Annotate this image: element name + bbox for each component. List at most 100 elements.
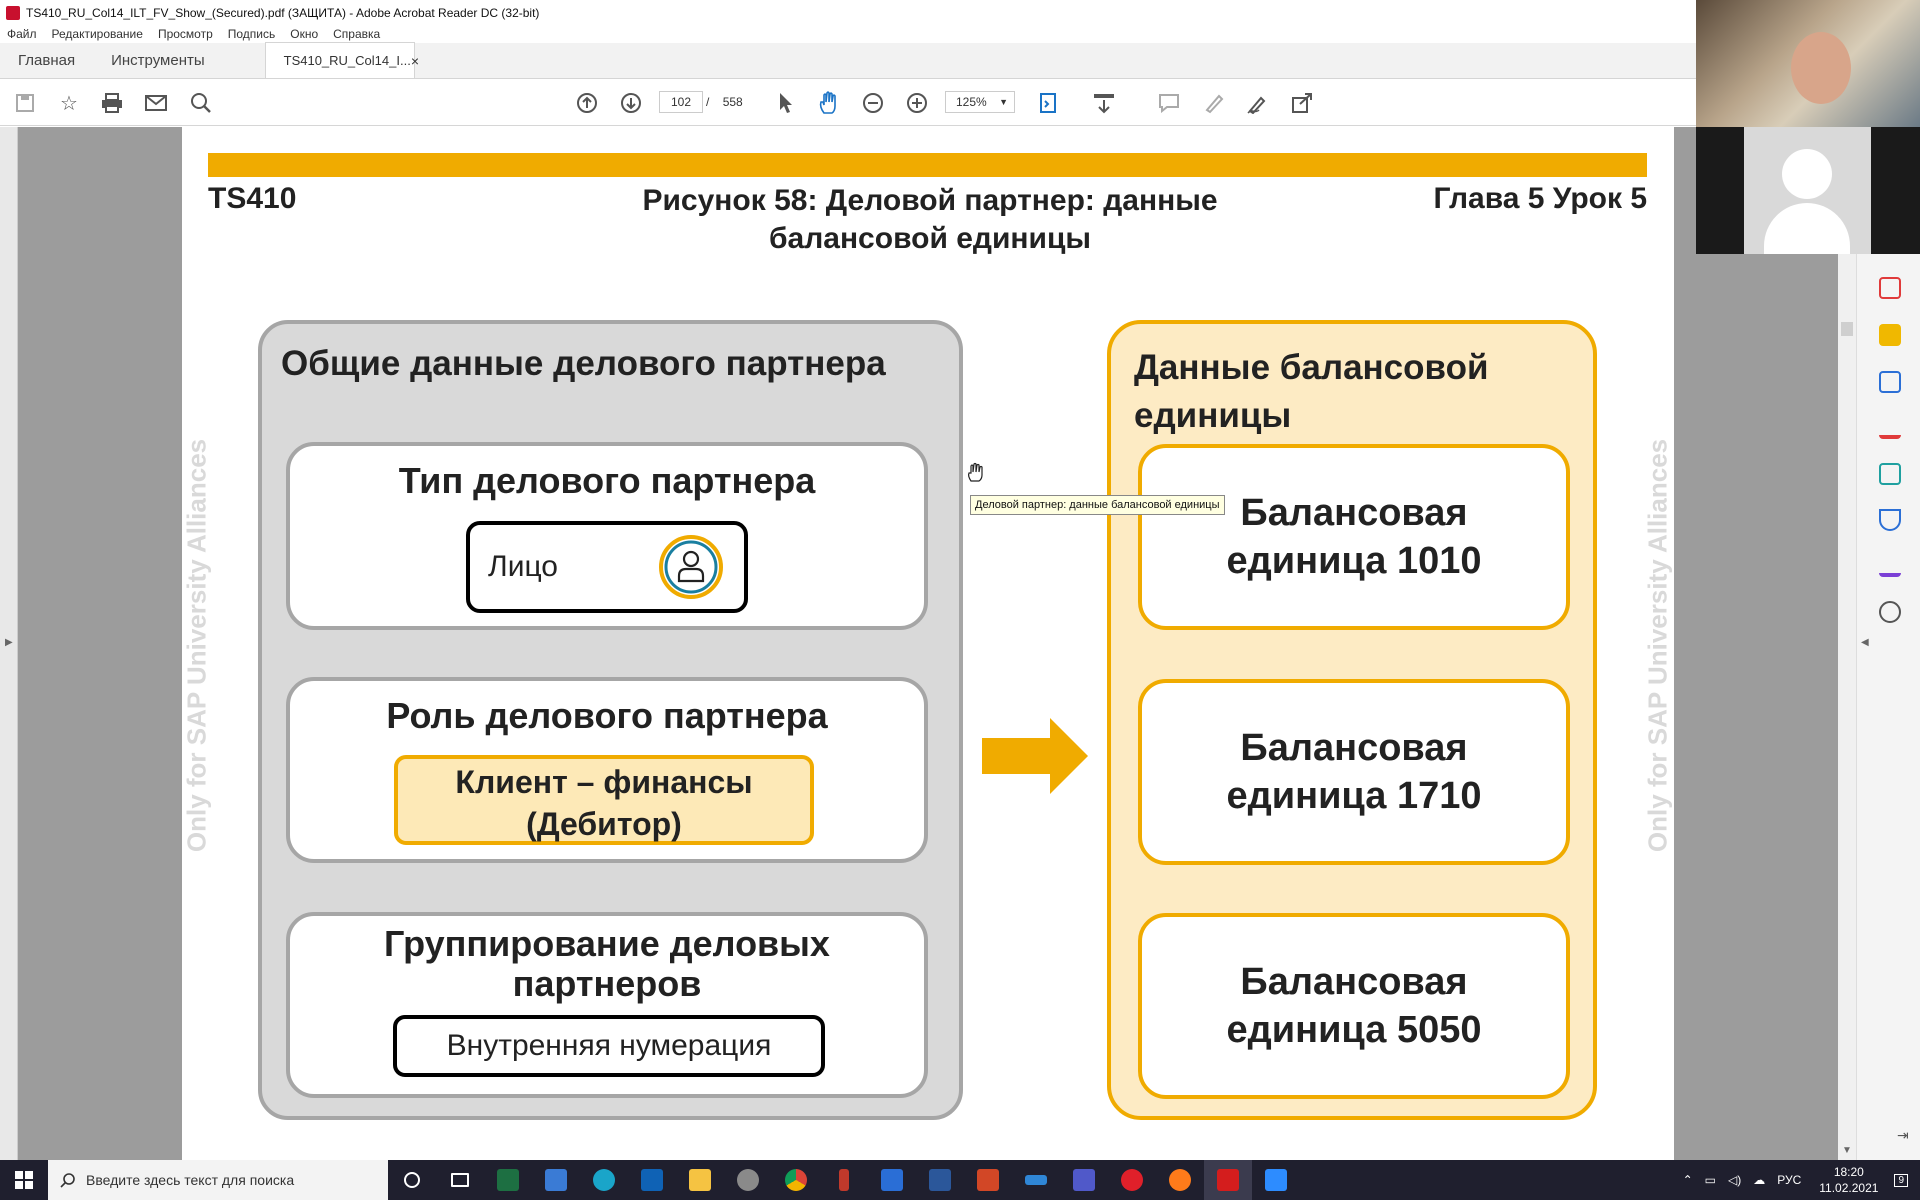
language-indicator[interactable]: РУС [1777, 1173, 1802, 1187]
zoom-select[interactable]: 125% ▼ [945, 91, 1015, 113]
mail-icon[interactable] [143, 90, 169, 116]
comment-tool-icon[interactable] [1879, 324, 1901, 346]
menu-help[interactable]: Справка [333, 27, 381, 41]
chrome-icon[interactable] [772, 1160, 820, 1200]
teams-icon[interactable] [1060, 1160, 1108, 1200]
file-explorer-icon[interactable] [676, 1160, 724, 1200]
protect-shield-icon[interactable] [1879, 509, 1901, 531]
sign-tool-icon[interactable] [1879, 555, 1901, 577]
tab-tools[interactable]: Инструменты [111, 51, 205, 69]
start-button[interactable] [0, 1160, 48, 1200]
share-icon[interactable] [1289, 90, 1315, 116]
firefox-icon[interactable] [1156, 1160, 1204, 1200]
scroll-mode-icon[interactable] [1091, 90, 1117, 116]
menu-bar: Файл Редактирование Просмотр Подпись Окн… [0, 25, 1696, 43]
vertical-scrollbar[interactable]: ▼ [1838, 127, 1856, 1160]
print-icon[interactable] [99, 90, 125, 116]
company-code-1710: Балансовая единица 1710 [1226, 727, 1482, 817]
send-for-review-icon[interactable] [1879, 463, 1901, 485]
organize-pages-icon[interactable] [1879, 371, 1901, 393]
taskbar-search[interactable]: Введите здесь текст для поиска [48, 1160, 388, 1200]
tab-home[interactable]: Главная [18, 51, 76, 69]
volume-icon[interactable]: ◁) [1728, 1173, 1742, 1187]
tooltip: Деловой партнер: данные балансовой едини… [970, 495, 1225, 515]
zoom-in-icon[interactable] [904, 90, 930, 116]
notification-icon[interactable]: 9 [1894, 1173, 1908, 1187]
network-icon[interactable]: ▭ [1704, 1173, 1716, 1187]
cloud-icon[interactable]: ☁ [1753, 1173, 1766, 1187]
bp-grouping-title: Группирование деловых партнеров [384, 923, 830, 1004]
zoom-out-icon[interactable] [860, 90, 886, 116]
pane-pin-icon[interactable]: ⇥ [1897, 1127, 1909, 1143]
page-separator: / [706, 95, 710, 109]
clock[interactable]: 18:20 11.02.2021 [1819, 1164, 1878, 1196]
opera-icon[interactable] [1108, 1160, 1156, 1200]
menu-view[interactable]: Просмотр [157, 27, 213, 41]
left-pane-toggle[interactable]: ▶ [0, 127, 18, 1160]
notification-count: 9 [1898, 1174, 1904, 1186]
company-code-5050: Балансовая единица 5050 [1226, 961, 1482, 1051]
tab-document-label: TS410_RU_Col14_I... [283, 53, 411, 68]
page-total: / 558 [706, 95, 743, 109]
acrobat-taskbar-icon[interactable] [1204, 1160, 1252, 1200]
watermark-left: Only for SAP University Alliances [181, 438, 212, 853]
app-icon-3[interactable] [868, 1160, 916, 1200]
fit-page-icon[interactable] [1036, 90, 1062, 116]
task-view-icon[interactable] [436, 1160, 484, 1200]
collapse-right-icon[interactable]: ◀ [1861, 637, 1869, 648]
tray-chevron-icon[interactable]: ⌃ [1682, 1173, 1693, 1187]
sign-icon[interactable] [1245, 90, 1271, 116]
export-pdf-icon[interactable] [1879, 277, 1901, 299]
app-icon-2[interactable] [820, 1160, 868, 1200]
fill-sign-icon[interactable] [1879, 417, 1901, 439]
menu-sign[interactable]: Подпись [227, 27, 276, 41]
page-total-value: 558 [722, 95, 743, 109]
tab-close-icon[interactable]: × [410, 52, 419, 69]
excel-icon[interactable] [484, 1160, 532, 1200]
page-number-input[interactable]: 102 [659, 91, 703, 113]
search-icon[interactable] [188, 90, 214, 116]
menu-file[interactable]: Файл [7, 27, 37, 41]
webcam-video-participant [1696, 127, 1920, 254]
person-type-box: Лицо [466, 521, 748, 613]
hand-icon[interactable] [816, 90, 842, 116]
company-code-1010: Балансовая единица 1010 [1226, 492, 1482, 582]
zoom-app-icon[interactable] [1252, 1160, 1300, 1200]
cortana-icon[interactable] [388, 1160, 436, 1200]
figure-title: Рисунок 58: Деловой партнер: данные бала… [642, 184, 1218, 255]
course-code: TS410 [208, 182, 297, 215]
window-title-bar: TS410_RU_Col14_ILT_FV_Show_(Secured).pdf… [0, 0, 1696, 25]
outlook-icon[interactable] [628, 1160, 676, 1200]
scroll-down-icon[interactable]: ▼ [1842, 1145, 1852, 1156]
store-icon[interactable] [532, 1160, 580, 1200]
windows-logo-icon [15, 1171, 33, 1189]
bp-type-title: Тип делового партнера [398, 460, 816, 501]
page-down-icon[interactable] [618, 90, 644, 116]
window-title: TS410_RU_Col14_ILT_FV_Show_(Secured).pdf… [26, 5, 540, 20]
scrollbar-thumb[interactable] [1841, 322, 1853, 336]
page-up-icon[interactable] [574, 90, 600, 116]
powerpoint-icon[interactable] [964, 1160, 1012, 1200]
app-icon-1[interactable] [724, 1160, 772, 1200]
avatar-head [1782, 149, 1832, 199]
menu-edit[interactable]: Редактирование [51, 27, 143, 41]
clock-time: 18:20 [1833, 1165, 1864, 1179]
menu-window[interactable]: Окно [290, 27, 319, 41]
word-icon[interactable] [916, 1160, 964, 1200]
save-icon[interactable] [12, 90, 38, 116]
star-icon[interactable]: ☆ [60, 92, 78, 115]
right-arrow-icon [982, 718, 1088, 794]
webcam-video-presenter [1696, 0, 1920, 127]
more-tools-icon[interactable] [1879, 601, 1901, 623]
edge-icon[interactable] [580, 1160, 628, 1200]
expand-left-icon[interactable]: ▶ [5, 637, 13, 648]
select-icon[interactable] [773, 90, 799, 116]
chapter-lesson: Глава 5 Урок 5 [1433, 182, 1647, 215]
watermark-right: Only for SAP University Alliances [1642, 438, 1673, 853]
tab-document[interactable]: TS410_RU_Col14_I... × [264, 42, 419, 78]
general-data-title: Общие данные делового партнера [281, 344, 886, 383]
comment-icon[interactable] [1156, 90, 1182, 116]
app-icon-4[interactable] [1012, 1160, 1060, 1200]
windows-taskbar: Введите здесь текст для поиска ⌃ ▭ ◁) ☁ … [0, 1160, 1920, 1200]
highlight-icon[interactable] [1201, 90, 1227, 116]
